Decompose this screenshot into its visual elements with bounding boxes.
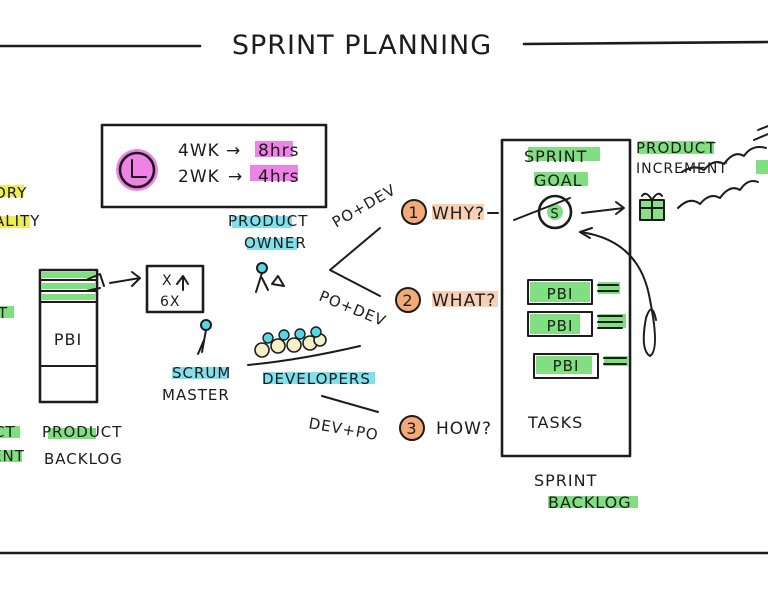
sprint-goal-icon: S bbox=[537, 194, 573, 230]
sprint-backlog-label-2: BACKLOG bbox=[548, 493, 632, 512]
timebox-4wk: 4WK bbox=[178, 141, 220, 161]
left-fragment-1: ORY bbox=[0, 184, 27, 202]
scrum-master-label-2: MASTER bbox=[162, 386, 230, 404]
timebox-2wk: 2WK bbox=[178, 167, 220, 187]
left-fragment-3: T bbox=[0, 304, 8, 322]
sprint-goal-label-2: GOAL bbox=[534, 171, 583, 190]
timebox-panel: 4WK → 8hrs 2WK → 4hrs bbox=[100, 123, 328, 209]
left-edge-fragments: ORY ALITY T CT ENT bbox=[0, 184, 40, 465]
product-backlog: PBI PRODUCT BACKLOG bbox=[38, 268, 123, 468]
backlog-label-2: BACKLOG bbox=[44, 450, 123, 468]
increment-label-1: PRODUCT bbox=[636, 139, 716, 157]
estimation-box: X 6X bbox=[145, 264, 205, 314]
timebox-4hrs: 4hrs bbox=[258, 167, 299, 187]
svg-text:S: S bbox=[550, 207, 559, 222]
question-text-3: HOW? bbox=[436, 419, 492, 439]
question-number-1: 1 bbox=[408, 203, 419, 222]
developers: DEVELOPERS bbox=[247, 326, 375, 388]
question-text-2: WHAT? bbox=[432, 291, 496, 311]
sprint-pbi-1: PBI bbox=[527, 279, 620, 305]
timebox-8hrs: 8hrs bbox=[258, 141, 299, 161]
estimate-x: X bbox=[162, 273, 173, 289]
left-fragment-2: ALITY bbox=[0, 212, 40, 230]
left-fragment-4: CT bbox=[0, 423, 16, 441]
sprint-pbi-3: PBI bbox=[533, 353, 628, 379]
page-title: SPRINT PLANNING bbox=[232, 30, 492, 61]
clock-icon bbox=[116, 149, 158, 191]
left-fragment-5: ENT bbox=[0, 447, 25, 465]
product-owner: PRODUCT OWNER bbox=[228, 212, 308, 293]
sprint-backlog-label-1: SPRINT bbox=[534, 471, 597, 490]
svg-text:PBI: PBI bbox=[547, 285, 574, 303]
svg-text:PBI: PBI bbox=[547, 317, 574, 335]
increment-squiggle-upper bbox=[681, 146, 767, 173]
question-how: 3 HOW? bbox=[399, 415, 492, 441]
participants-q1: PO+DEV bbox=[329, 181, 399, 232]
increment-label-2: INCREMENT bbox=[636, 161, 728, 177]
gift-icon bbox=[639, 192, 665, 221]
product-owner-label-1: PRODUCT bbox=[228, 212, 308, 230]
question-what: 2 WHAT? bbox=[395, 287, 498, 313]
increment-squiggle bbox=[677, 180, 759, 209]
scrum-master-label-1: SCRUM bbox=[172, 364, 231, 382]
sprint-pbi-2: PBI bbox=[527, 311, 626, 337]
connector-arrows bbox=[579, 201, 657, 357]
corner-hatch bbox=[753, 125, 768, 141]
backlog-pbi: PBI bbox=[54, 330, 82, 349]
arrow-to-estimate bbox=[109, 271, 141, 287]
participant-labels: PO+DEV PO+DEV DEV+PO bbox=[307, 181, 399, 445]
arrow-glyph: → bbox=[228, 167, 243, 187]
product-increment: PRODUCT INCREMENT bbox=[636, 139, 768, 177]
participants-q2: PO+DEV bbox=[317, 287, 389, 330]
question-why: 1 WHY? bbox=[401, 199, 499, 225]
product-owner-label-2: OWNER bbox=[244, 234, 307, 252]
svg-text:PBI: PBI bbox=[553, 357, 580, 375]
question-number-3: 3 bbox=[406, 419, 417, 438]
sprint-goal-label-1: SPRINT bbox=[524, 147, 587, 166]
scrum-master: SCRUM MASTER bbox=[162, 319, 231, 404]
person-icon bbox=[255, 262, 285, 293]
person-icon bbox=[197, 319, 212, 355]
estimate-6x: 6X bbox=[160, 294, 181, 310]
question-text-1: WHY? bbox=[432, 204, 485, 224]
developers-label: DEVELOPERS bbox=[262, 370, 371, 388]
frame bbox=[0, 40, 768, 555]
sprint-backlog: SPRINT GOAL S PBI PBI PBI bbox=[500, 138, 638, 512]
arrow-glyph: → bbox=[226, 141, 241, 161]
sprint-tasks-label: TASKS bbox=[527, 413, 583, 432]
participants-q3: DEV+PO bbox=[307, 414, 380, 444]
backlog-label-1: PRODUCT bbox=[42, 423, 122, 441]
question-number-2: 2 bbox=[402, 291, 413, 310]
